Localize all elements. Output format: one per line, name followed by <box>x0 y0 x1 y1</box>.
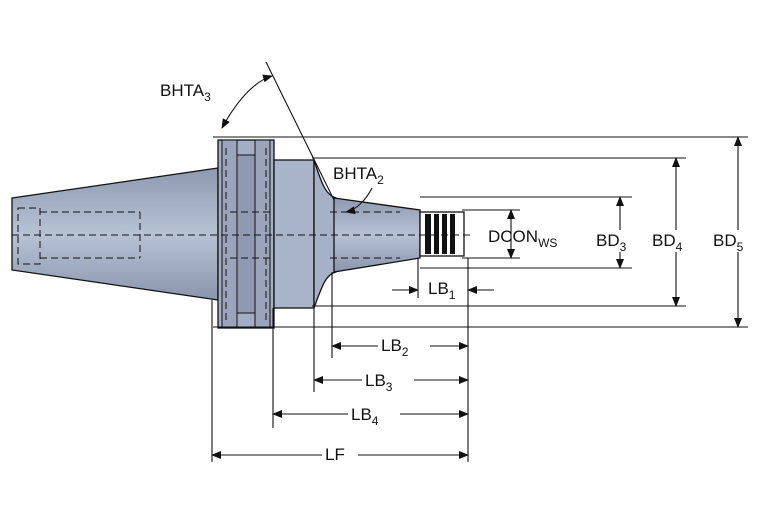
label-lb1: LB1 <box>428 279 456 302</box>
dimension-lines <box>211 74 742 459</box>
label-bd5: BD5 <box>713 231 744 254</box>
label-backgrounds <box>322 230 757 464</box>
label-bhta2: BHTA2 <box>333 164 384 187</box>
tool-holder-body <box>11 139 465 329</box>
label-lb2: LB2 <box>381 336 409 359</box>
collar <box>273 159 315 309</box>
bhta2-arc <box>345 187 373 215</box>
label-lf: LF <box>325 445 345 464</box>
label-lb3: LB3 <box>365 371 393 394</box>
thread-pattern <box>425 214 455 254</box>
label-bd3: BD3 <box>596 231 627 254</box>
label-bd4: BD4 <box>652 231 683 254</box>
label-bhta3: BHTA3 <box>160 81 211 104</box>
hidden-lines <box>12 148 470 322</box>
label-lb4: LB4 <box>351 405 379 428</box>
bhta3-arc <box>221 74 273 129</box>
labels: BHTA3 BHTA2 DCONWS BD3 BD4 BD5 LB1 LB2 L… <box>160 81 744 464</box>
taper-shank <box>11 167 219 301</box>
label-dcon-ws: DCONWS <box>488 227 557 250</box>
